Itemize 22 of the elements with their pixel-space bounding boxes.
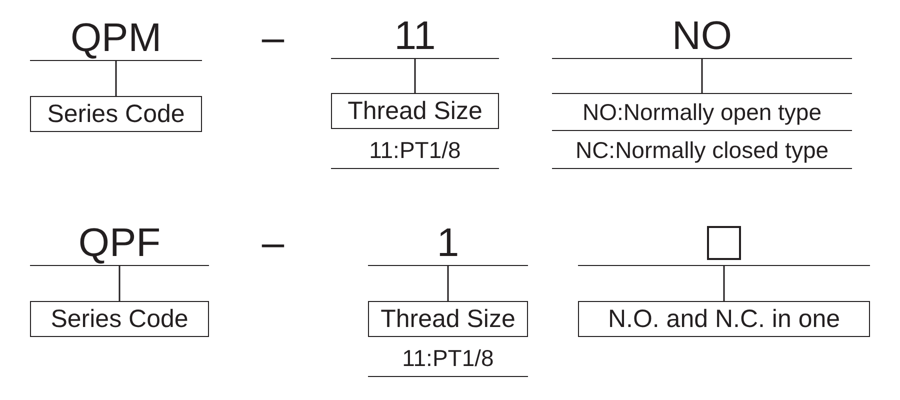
- option-row: NC:Normally closed type: [552, 131, 852, 169]
- connector-line: [723, 265, 725, 301]
- option-row: 11:PT1/8: [368, 339, 528, 377]
- code-heading: 1: [368, 219, 528, 266]
- option-row: NO:Normally open type: [552, 93, 852, 131]
- description-box: Thread Size: [368, 301, 528, 337]
- connector-line: [118, 265, 120, 301]
- connector-line: [701, 58, 703, 93]
- description-box: Thread Size: [331, 93, 499, 129]
- description-box: N.O. and N.C. in one: [578, 301, 870, 337]
- code-heading: QPM: [30, 14, 202, 61]
- separator-dash: –: [260, 220, 286, 259]
- code-heading: NO: [552, 12, 852, 59]
- description-box: Series Code: [30, 301, 209, 337]
- separator-dash: –: [260, 15, 286, 54]
- description-box: Series Code: [30, 96, 202, 132]
- connector-line: [414, 58, 416, 93]
- code-heading: 11: [331, 12, 499, 59]
- connector-line: [447, 265, 449, 301]
- connector-line: [115, 60, 117, 96]
- option-row: 11:PT1/8: [331, 131, 499, 169]
- code-heading: QPF: [30, 219, 209, 266]
